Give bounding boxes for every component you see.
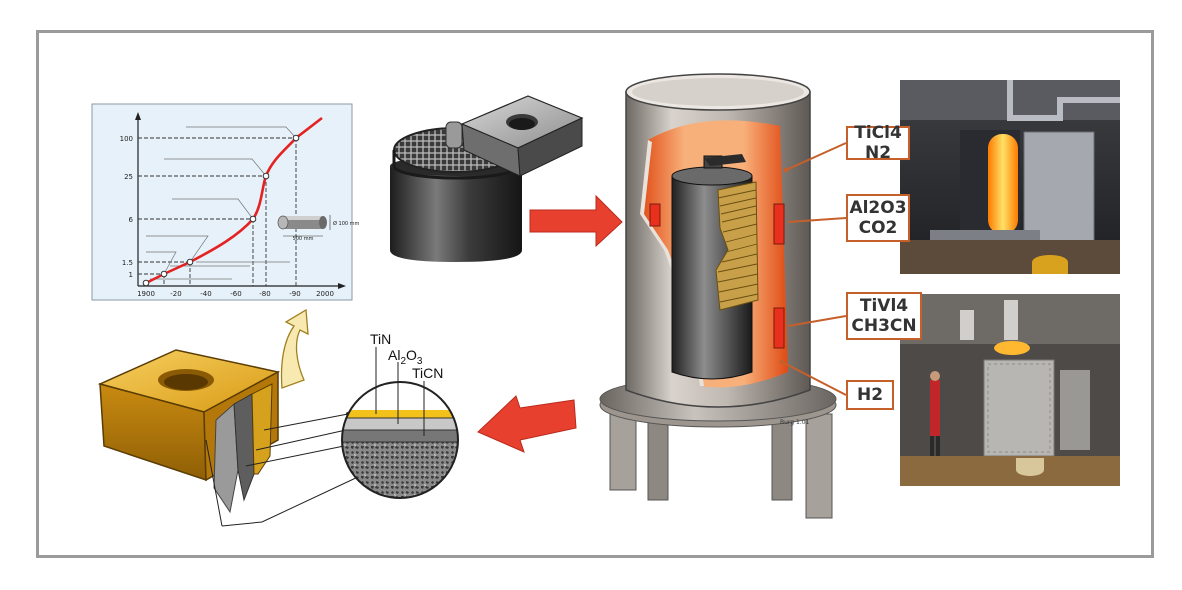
layer-label-al2o3: Al2O3 [388, 347, 423, 367]
gas-box-ticl4-n2: TiCl4 N2 [846, 123, 910, 163]
gas-connectors [781, 142, 847, 396]
graph-guide-lines [138, 137, 297, 286]
coating-layers-magnified [341, 381, 459, 499]
y-tick-100: 100 [120, 135, 133, 143]
gas-label-line1: Al2O3 [849, 198, 907, 218]
furnace-photo-top [900, 80, 1120, 274]
gas-box-tivl4-ch3cn: TiVl4 CH3CN [846, 292, 922, 340]
x-tick-2000: 2000 [316, 290, 334, 298]
layer-substrate [342, 442, 458, 498]
y-tick-25: 25 [124, 173, 133, 181]
heater-element [773, 307, 785, 349]
x-axis-arrow [338, 283, 346, 289]
y-axis-arrow [135, 112, 141, 120]
cylinder-specimen: Ø 100 mm 500 mm [277, 215, 360, 242]
coated-insert [97, 349, 281, 514]
furnace-photo-bottom [900, 294, 1120, 486]
heater-element [649, 203, 661, 227]
arrow-to-furnace [529, 194, 623, 248]
y-tick-1: 1 [129, 271, 133, 279]
coating-callout-lines [205, 413, 361, 527]
growth-curve [143, 116, 323, 286]
layer-label-tin: TiN [370, 331, 391, 347]
x-tick-80: -80 [259, 290, 270, 298]
y-tick-6: 6 [129, 216, 134, 224]
layer-leaders [375, 347, 425, 436]
dimension-length: 500 mm [293, 236, 314, 242]
gas-label-line2: N2 [864, 143, 892, 163]
curve-points [142, 134, 300, 287]
heater-element [773, 203, 785, 245]
connector-dot [783, 167, 789, 173]
gas-label-line2: CH3CN [851, 316, 917, 336]
x-tick-60: -60 [230, 290, 241, 298]
layer-label-ticn: TiCN [412, 365, 443, 381]
x-tick-1900: 1900 [137, 290, 155, 298]
cutting-insert-uncoated [460, 95, 584, 177]
layer-tin [342, 410, 458, 418]
up-arrow-to-graph [280, 308, 309, 389]
gas-box-al2o3-co2: Al2O3 CO2 [846, 194, 910, 242]
gas-label-line1: TiCl4 [854, 123, 902, 143]
graph-background [91, 103, 353, 301]
layer-ticn [342, 430, 458, 442]
x-tick-20: -20 [170, 290, 181, 298]
thickness-graph: 100 25 6 1.5 1 1900 -20 -40 -60 -80 -90 … [91, 103, 360, 301]
furnace-watermark: Burg 1.01 [780, 419, 810, 426]
arrow-to-coating [477, 395, 577, 453]
dimension-diameter: Ø 100 mm [333, 220, 360, 227]
gas-box-h2: H2 [846, 380, 894, 410]
gas-label-line2: CO2 [858, 218, 898, 238]
layer-al2o3 [342, 418, 458, 430]
gas-label-line1: H2 [856, 385, 884, 405]
x-tick-40: -40 [200, 290, 211, 298]
gas-label-line1: TiVl4 [859, 296, 909, 316]
y-tick-1-5: 1.5 [122, 259, 133, 267]
connector-dot [779, 359, 785, 365]
x-tick-90: -90 [289, 290, 300, 298]
cvd-furnace: Burg 1.01 [599, 73, 837, 519]
